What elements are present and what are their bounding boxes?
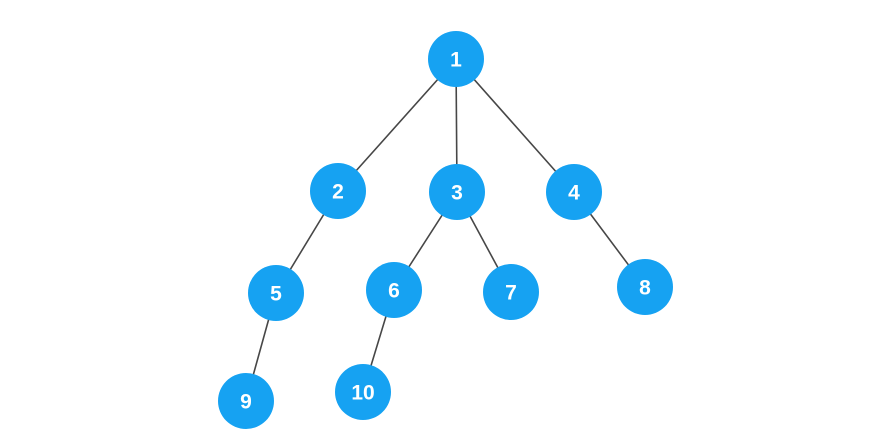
tree-node-5[interactable]: 5	[248, 265, 304, 321]
node-circle-7	[483, 264, 539, 320]
node-label-3: 3	[451, 182, 463, 205]
node-circle-3	[429, 164, 485, 220]
tree-node-7[interactable]: 7	[483, 264, 539, 320]
node-label-10: 10	[351, 382, 374, 405]
node-circle-1	[428, 31, 484, 87]
node-circle-10	[335, 364, 391, 420]
node-circle-9	[218, 373, 274, 429]
node-label-8: 8	[639, 277, 651, 300]
tree-node-4[interactable]: 4	[546, 164, 602, 220]
node-circle-8	[617, 259, 673, 315]
node-circle-6	[366, 262, 422, 318]
node-label-9: 9	[240, 391, 252, 414]
node-circle-5	[248, 265, 304, 321]
tree-edge-1-4	[455, 58, 575, 193]
node-label-1: 1	[450, 49, 462, 72]
node-circle-4	[546, 164, 602, 220]
node-label-5: 5	[270, 283, 282, 306]
edges-layer	[245, 58, 646, 402]
tree-node-6[interactable]: 6	[366, 262, 422, 318]
nodes-layer: 1 2 3 4 5 6 7 8 9 10	[218, 31, 673, 429]
tree-node-1[interactable]: 1	[428, 31, 484, 87]
tree-node-9[interactable]: 9	[218, 373, 274, 429]
node-label-4: 4	[568, 182, 580, 205]
tree-node-10[interactable]: 10	[335, 364, 391, 420]
node-label-6: 6	[388, 280, 400, 303]
tree-node-3[interactable]: 3	[429, 164, 485, 220]
node-circle-2	[310, 163, 366, 219]
node-label-7: 7	[505, 282, 517, 305]
tree-node-8[interactable]: 8	[617, 259, 673, 315]
tree-edge-1-2	[337, 58, 457, 192]
node-label-2: 2	[332, 181, 344, 204]
tree-node-2[interactable]: 2	[310, 163, 366, 219]
